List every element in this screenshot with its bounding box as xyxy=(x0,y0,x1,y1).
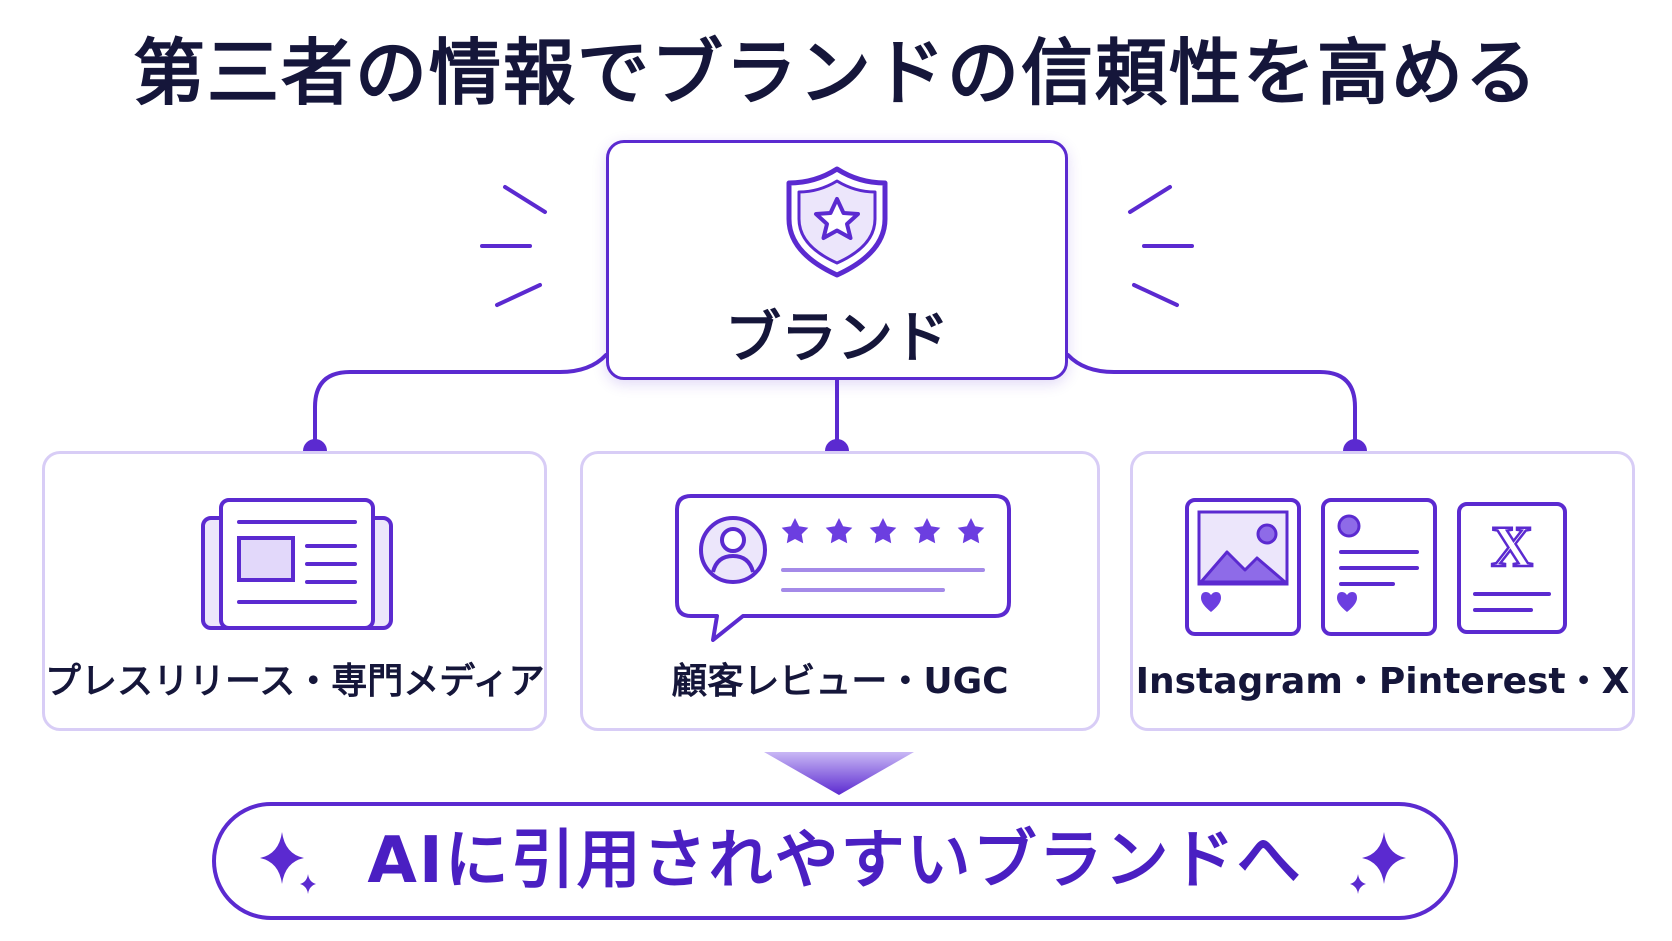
source-label-reviews: 顧客レビュー・UGC xyxy=(671,661,1009,702)
source-card-social: X Instagram・Pinterest・X xyxy=(1130,451,1635,731)
result-banner: AIに引用されやすいブランドへ xyxy=(212,802,1458,920)
ray-line xyxy=(1128,185,1172,214)
down-arrow-icon xyxy=(764,752,914,795)
result-label: AIに引用されやすいブランドへ xyxy=(367,824,1303,898)
source-label-social: Instagram・Pinterest・X xyxy=(1135,661,1630,702)
source-card-press: プレスリリース・専門メディア xyxy=(42,451,547,731)
page-title: 第三者の情報でブランドの信頼性を高める xyxy=(132,31,1539,115)
heart-icon xyxy=(1201,592,1221,612)
brand-label: ブランド xyxy=(725,306,949,371)
source-card-reviews: 顧客レビュー・UGC xyxy=(580,451,1100,731)
brand-node: ブランド xyxy=(606,140,1068,380)
sparkle-icon xyxy=(260,832,316,894)
social-posts-icon: X xyxy=(1185,498,1567,636)
x-logo-icon: X xyxy=(1491,514,1533,579)
source-label-press: プレスリリース・専門メディア xyxy=(45,661,545,702)
ray-line xyxy=(503,185,547,214)
heart-icon xyxy=(1337,592,1357,612)
newspaper-icon xyxy=(201,498,393,630)
ray-line xyxy=(1132,283,1179,307)
sparkle-icon xyxy=(1350,832,1406,894)
shield-star-icon xyxy=(786,166,888,278)
review-bubble-icon xyxy=(675,494,1011,642)
ray-line xyxy=(495,283,542,307)
